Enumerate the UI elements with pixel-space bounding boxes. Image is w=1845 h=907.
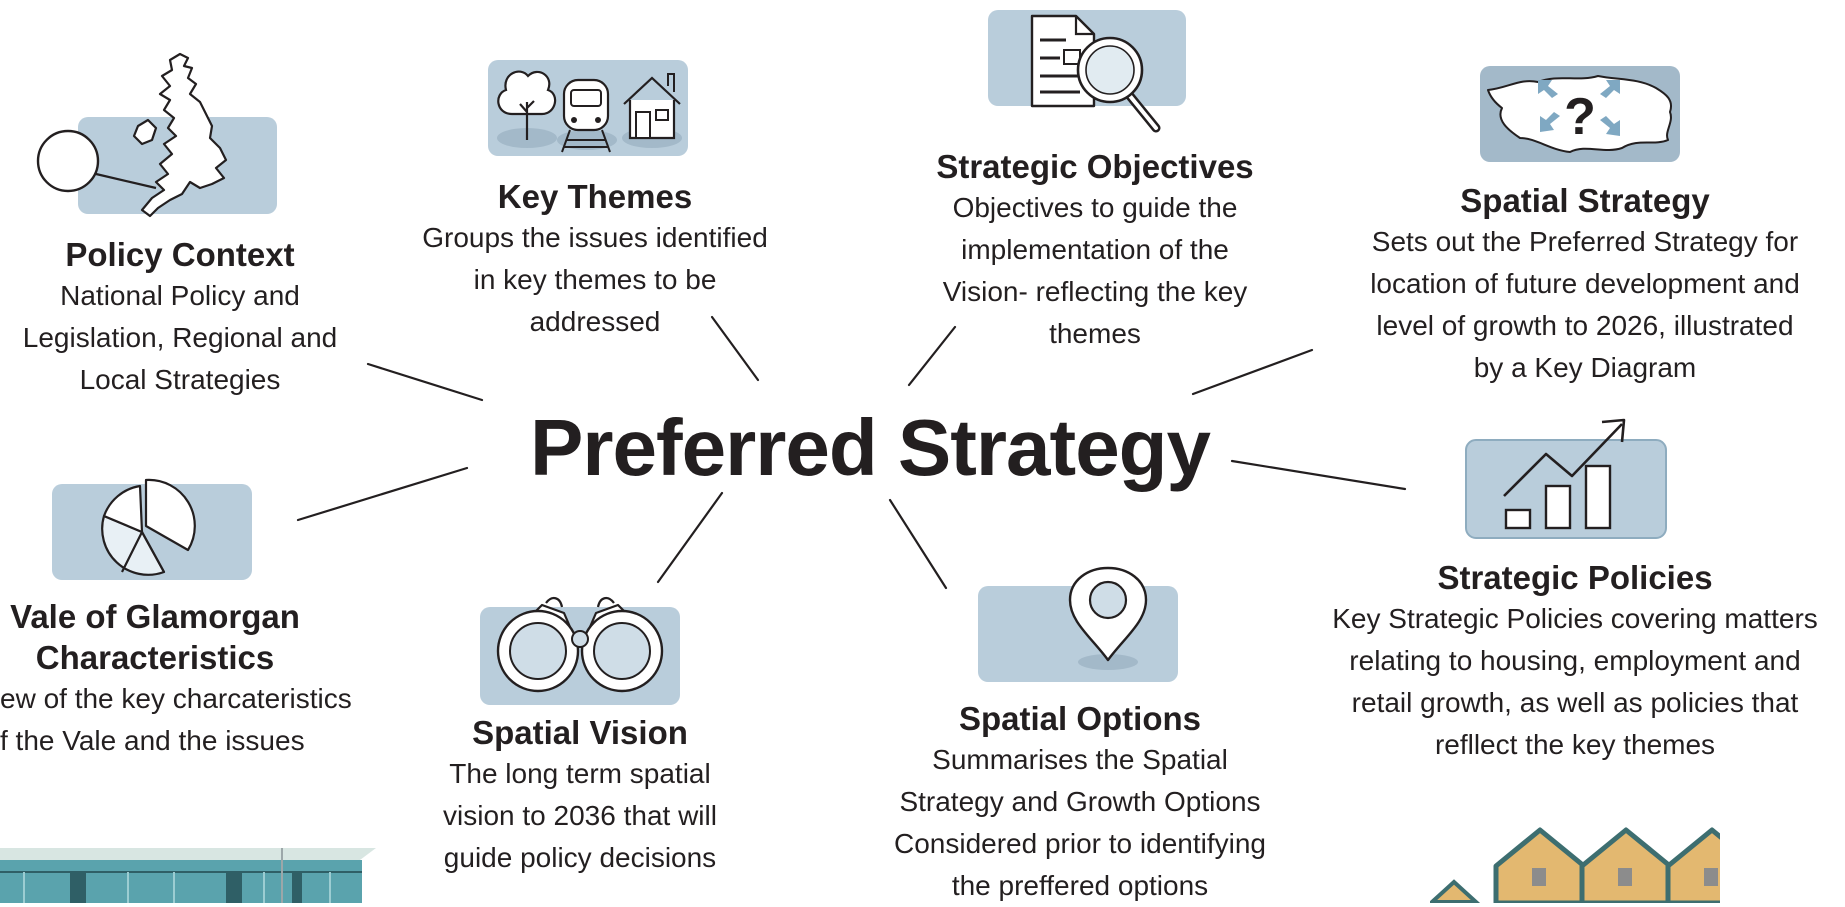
policy-context-line-2: Legislation, Regional and (22, 322, 338, 353)
question-map-icon: ? (1480, 66, 1680, 162)
strategic-objectives-line-1: Objectives to guide the (952, 192, 1238, 223)
vale-characteristics-line-2: f the Vale and the issues (0, 725, 305, 756)
spatial-vision-line-1: The long term spatial (449, 758, 711, 789)
spatial-vision-block: Spatial Vision The long term spatial vis… (400, 712, 760, 879)
spatial-options-line-3: Considered prior to identifying (894, 828, 1266, 859)
uk-map-magnifier-icon (36, 52, 277, 218)
growth-chart-icon (1465, 418, 1667, 539)
policy-context-line-3: Local Strategies (79, 364, 281, 395)
policy-context-block: Policy Context National Policy and Legis… (0, 234, 360, 401)
strategic-objectives-line-4: themes (1049, 318, 1141, 349)
spatial-options-line-2: Strategy and Growth Options (899, 786, 1261, 817)
pie-chart-icon (52, 478, 252, 580)
vale-characteristics-block: Vale of Glamorgan Characteristics ew of … (0, 596, 370, 762)
connector-spatial-strategy (1191, 348, 1314, 396)
svg-text:?: ? (1564, 88, 1596, 146)
spatial-vision-title: Spatial Vision (472, 714, 688, 751)
key-themes-title: Key Themes (497, 178, 693, 215)
spatial-options-line-4: the preffered options (951, 870, 1209, 901)
houses-icon (1430, 827, 1720, 903)
spatial-options-block: Spatial Options Summarises the Spatial S… (860, 698, 1300, 907)
key-themes-block: Key Themes Groups the issues identified … (395, 176, 795, 343)
spatial-strategy-line-1: Sets out the Preferred Strategy for (1371, 226, 1799, 257)
binoculars-icon (480, 597, 680, 705)
strategic-policies-line-1: Key Strategic Policies covering matters (1332, 603, 1818, 634)
strategic-policies-line-2: relating to housing, employment and (1349, 645, 1801, 676)
spatial-strategy-line-3: level of growth to 2026, illustrated (1376, 310, 1794, 341)
strategic-policies-line-3: retail growth, as well as policies that (1351, 687, 1799, 718)
center-title: Preferred Strategy (529, 403, 1211, 492)
building-icon (0, 848, 376, 903)
spatial-strategy-line-2: location of future development and (1370, 268, 1800, 299)
key-themes-line-2: in key themes to be (473, 264, 717, 295)
map-pin-icon (978, 566, 1178, 682)
strategic-policies-block: Strategic Policies Key Strategic Policie… (1305, 557, 1845, 766)
vale-characteristics-title-line-2: Characteristics (35, 639, 275, 676)
spatial-strategy-line-4: by a Key Diagram (1473, 352, 1697, 383)
connector-policy-context (366, 362, 484, 402)
document-magnifier-icon (988, 10, 1186, 133)
strategic-policies-title: Strategic Policies (1437, 559, 1713, 596)
key-themes-line-1: Groups the issues identified (422, 222, 768, 253)
spatial-options-line-1: Summarises the Spatial (932, 744, 1228, 775)
vale-characteristics-line-1: ew of the key charcateristics (0, 683, 352, 714)
policy-context-title: Policy Context (65, 236, 295, 273)
connector-strategic-policies (1230, 459, 1407, 491)
spatial-options-title: Spatial Options (958, 700, 1202, 737)
strategic-objectives-line-3: Vision- reflecting the key (942, 276, 1248, 307)
strategic-objectives-title: Strategic Objectives (936, 148, 1254, 185)
connector-vale-characteristics (296, 466, 469, 522)
connector-spatial-vision (656, 491, 724, 584)
spatial-vision-line-2: vision to 2036 that will (443, 800, 717, 831)
strategic-policies-line-4: refllect the key themes (1434, 729, 1716, 760)
connector-spatial-options (888, 498, 948, 590)
policy-context-line-1: National Policy and (60, 280, 300, 311)
spatial-vision-line-3: guide policy decisions (443, 842, 717, 873)
spatial-strategy-block: Spatial Strategy Sets out the Preferred … (1340, 180, 1830, 389)
connector-key-themes (710, 315, 760, 382)
tree-train-house-icon (488, 60, 688, 156)
strategic-objectives-block: Strategic Objectives Objectives to guide… (880, 146, 1310, 355)
vale-characteristics-title-line-1: Vale of Glamorgan (10, 598, 300, 635)
key-themes-line-3: addressed (529, 306, 661, 337)
connector-strategic-objectives (907, 325, 957, 387)
spatial-strategy-title: Spatial Strategy (1460, 182, 1710, 219)
strategic-objectives-line-2: implementation of the (961, 234, 1229, 265)
